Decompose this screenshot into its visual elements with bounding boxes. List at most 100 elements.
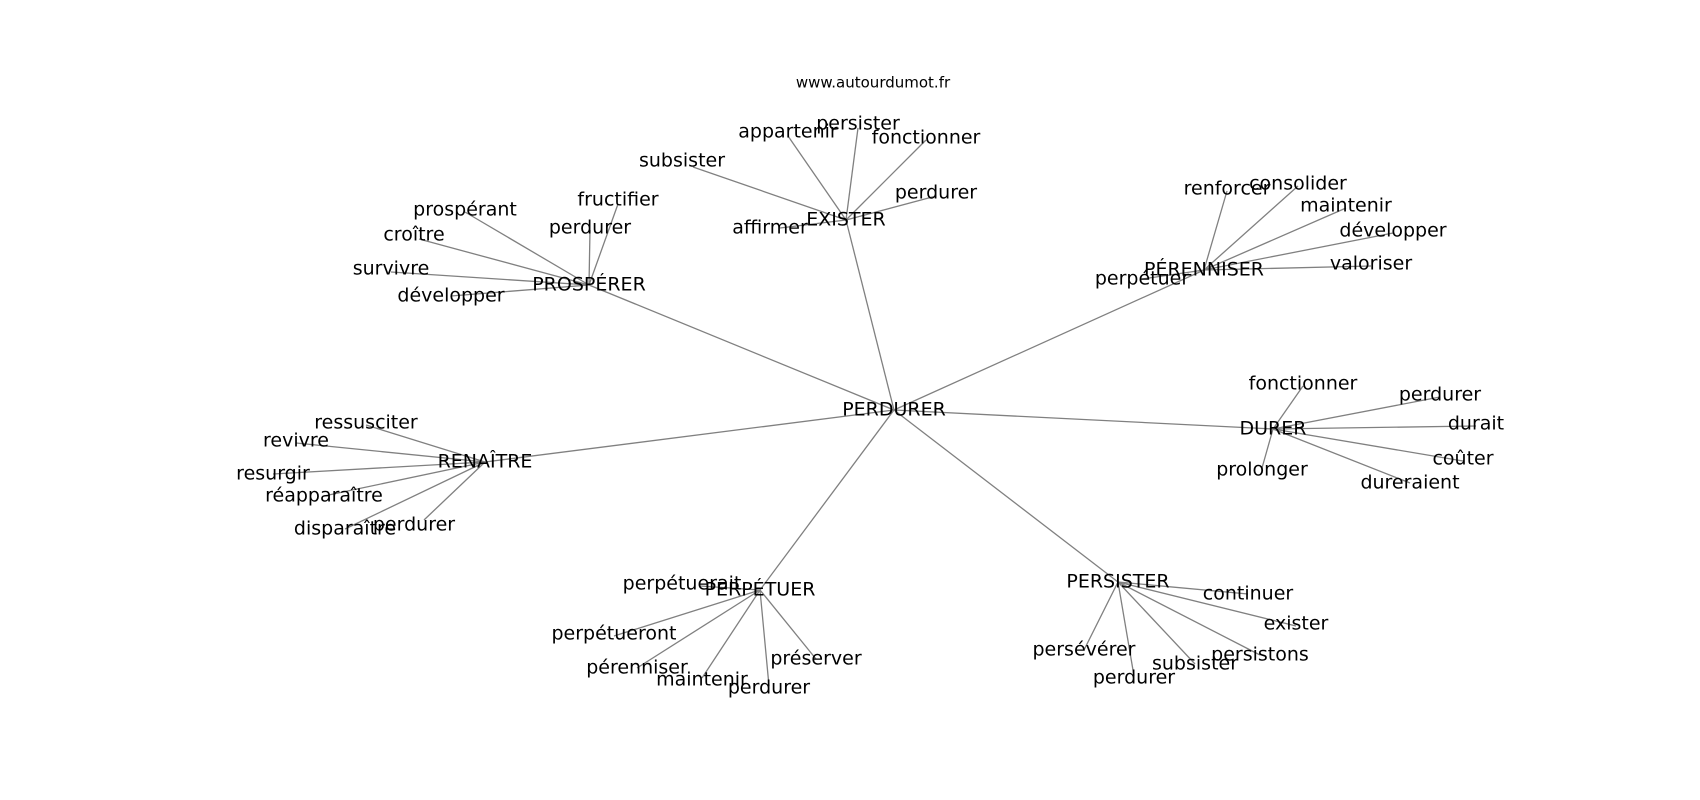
leaf-node[interactable]: fonctionner	[1249, 373, 1358, 395]
hub-node[interactable]: DURER	[1240, 418, 1307, 440]
center-to-hub-edge	[588, 284, 895, 411]
leaf-node[interactable]: perdurer	[728, 677, 810, 699]
leaf-node[interactable]: prospérant	[413, 199, 517, 221]
hub-to-leaf-edge	[1083, 581, 1119, 651]
leaf-node[interactable]: perdurer	[1093, 667, 1175, 689]
hub-to-leaf-edge	[845, 139, 927, 221]
leaf-node[interactable]: fructifier	[577, 189, 658, 211]
hub-node[interactable]: EXISTER	[806, 209, 886, 231]
hub-to-leaf-edge	[636, 589, 761, 669]
leaf-node[interactable]: coûter	[1432, 448, 1493, 470]
leaf-node[interactable]: resurgir	[236, 463, 310, 485]
hub-to-leaf-edge	[588, 229, 591, 286]
leaf-node[interactable]: dureraient	[1360, 472, 1459, 494]
hub-to-leaf-edge	[613, 589, 761, 637]
center-to-hub-edge	[484, 409, 895, 463]
leaf-node[interactable]: disparaître	[294, 518, 396, 540]
leaf-node[interactable]: perdurer	[895, 182, 977, 204]
hub-to-leaf-edge	[1272, 428, 1464, 462]
hub-to-leaf-edge	[295, 442, 486, 463]
leaf-node[interactable]: persévérer	[1033, 639, 1136, 661]
hub-node[interactable]: PÉRENNISER	[1144, 258, 1264, 281]
leaf-node[interactable]: consolider	[1249, 173, 1347, 195]
hub-node[interactable]: PERPÉTUER	[705, 578, 816, 601]
center-to-hub-edge	[845, 219, 895, 411]
leaf-node[interactable]: valoriser	[1330, 253, 1412, 275]
hub-to-leaf-edge	[845, 195, 937, 221]
hub-to-leaf-edge	[1117, 581, 1249, 595]
hub-to-leaf-edge	[759, 589, 770, 687]
hub-to-leaf-edge	[692, 166, 847, 221]
leaf-node[interactable]: croître	[383, 224, 444, 246]
leaf-node[interactable]: ressusciter	[314, 412, 418, 434]
leaf-node[interactable]: survivre	[353, 258, 430, 280]
hub-to-leaf-edge	[1203, 190, 1228, 271]
hub-to-leaf-edge	[365, 424, 486, 463]
leaf-node[interactable]: perdurer	[373, 514, 455, 536]
hub-to-leaf-edge	[1203, 185, 1299, 271]
leaf-node[interactable]: appartenir	[738, 121, 838, 143]
hub-to-leaf-edge	[1117, 581, 1261, 656]
leaf-node[interactable]: persister	[816, 113, 900, 135]
leaf-node[interactable]: subsister	[1152, 653, 1238, 675]
center-to-hub-edge	[893, 269, 1205, 411]
leaf-node[interactable]: prolonger	[1216, 459, 1308, 481]
leaf-node[interactable]: maintenir	[1300, 195, 1392, 217]
leaf-node[interactable]: préserver	[770, 648, 861, 670]
leaf-node[interactable]: perpétuerait	[623, 573, 742, 595]
center-to-hub-edge	[759, 409, 895, 591]
hub-to-leaf-edge	[787, 135, 847, 221]
leaf-node[interactable]: persistons	[1211, 644, 1309, 666]
leaf-node[interactable]: continuer	[1203, 583, 1294, 605]
hub-node[interactable]: PROSPÉRER	[532, 273, 646, 296]
leaf-node[interactable]: perpétueront	[551, 623, 676, 645]
leaf-node[interactable]: exister	[1264, 613, 1329, 635]
hub-to-leaf-edge	[418, 238, 590, 286]
hub-to-leaf-edge	[1117, 581, 1196, 665]
hub-to-leaf-edge	[1117, 581, 1135, 677]
hub-to-leaf-edge	[1272, 425, 1477, 430]
hub-to-leaf-edge	[779, 219, 847, 229]
leaf-node[interactable]: développer	[1339, 220, 1446, 242]
graph-labels: PERDURERsubsisterappartenirpersisterfonc…	[236, 113, 1504, 699]
leaf-node[interactable]: subsister	[639, 150, 725, 172]
leaf-node[interactable]: maintenir	[656, 669, 748, 691]
leaf-node[interactable]: renforcer	[1184, 178, 1271, 200]
hub-to-leaf-edge	[845, 127, 859, 221]
watermark: www.autourdumot.fr	[796, 74, 951, 92]
hub-to-leaf-edge	[464, 211, 590, 286]
leaf-node[interactable]: pérenniser	[586, 657, 688, 679]
hub-to-leaf-edge	[588, 203, 619, 286]
leaf-node[interactable]: fonctionner	[872, 127, 981, 149]
hub-to-leaf-edge	[701, 589, 761, 679]
hub-to-leaf-edge	[1203, 265, 1372, 271]
leaf-node[interactable]: durait	[1448, 413, 1504, 435]
leaf-node[interactable]: perdurer	[1399, 384, 1481, 406]
leaf-node[interactable]: développer	[397, 285, 504, 307]
hub-to-leaf-edge	[1203, 232, 1394, 271]
hub-to-leaf-edge	[272, 461, 486, 475]
hub-to-leaf-edge	[344, 461, 486, 530]
hub-to-leaf-edge	[423, 461, 486, 521]
leaf-node[interactable]: réapparaître	[265, 485, 383, 507]
leaf-node[interactable]: perdurer	[549, 217, 631, 239]
hub-to-leaf-edge	[699, 585, 761, 591]
leaf-node[interactable]: revivre	[263, 430, 329, 452]
center-to-hub-edge	[893, 409, 1274, 430]
hub-to-leaf-edge	[390, 271, 590, 286]
hub-to-leaf-edge	[1117, 581, 1297, 627]
leaf-node[interactable]: affirmer	[732, 217, 808, 239]
hub-to-leaf-edge	[1141, 269, 1205, 280]
hub-to-leaf-edge	[1272, 396, 1441, 430]
hub-to-leaf-edge	[1272, 428, 1411, 484]
center-to-hub-edge	[893, 409, 1119, 583]
hub-to-leaf-edge	[1272, 385, 1304, 430]
graph-edges	[272, 127, 1477, 687]
hub-to-leaf-edge	[1203, 207, 1347, 271]
hub-node[interactable]: PERSISTER	[1066, 571, 1169, 593]
center-node[interactable]: PERDURER	[842, 399, 946, 421]
hub-node[interactable]: RENAÎTRE	[438, 450, 533, 473]
hub-to-leaf-edge	[759, 589, 817, 660]
leaf-node[interactable]: perpétuer	[1095, 268, 1189, 290]
